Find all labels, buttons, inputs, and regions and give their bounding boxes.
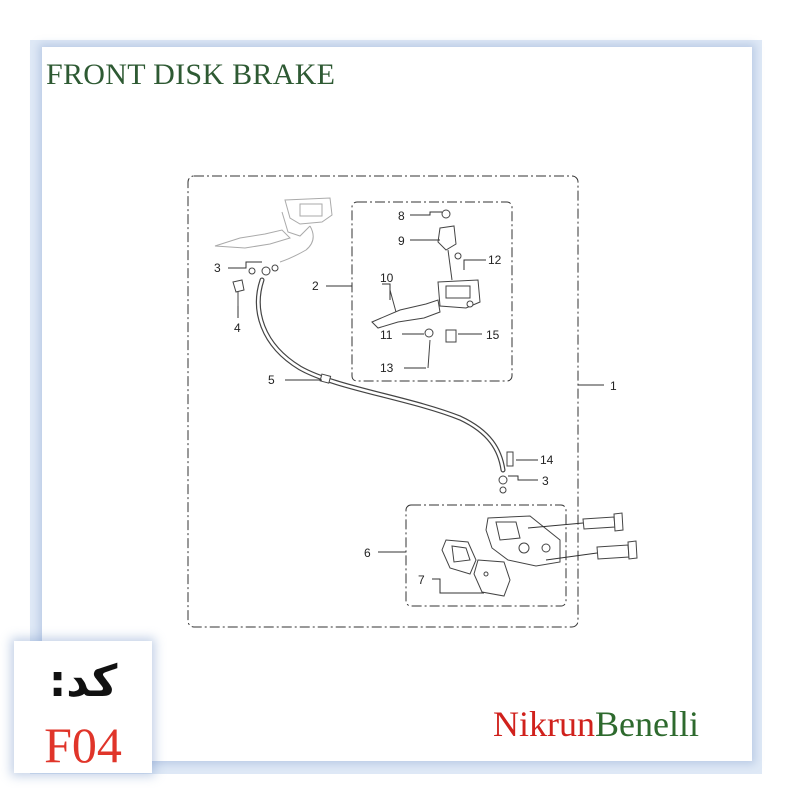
callout-13: 13 xyxy=(380,361,394,375)
assembly-2-outline xyxy=(351,201,513,382)
hose-lower-fittings xyxy=(498,451,514,494)
callout-7: 7 xyxy=(418,573,425,587)
callout-11: 11 xyxy=(380,328,393,342)
brand-part-nikrun: Nikrun xyxy=(493,704,595,744)
diagram-panel xyxy=(42,47,752,761)
assembly-1-outline xyxy=(187,175,579,628)
callout-15: 15 xyxy=(486,328,500,342)
callout-5: 5 xyxy=(268,373,275,387)
callout-10: 10 xyxy=(380,271,394,285)
callout-4: 4 xyxy=(234,321,241,335)
callout-3-lower: 3 xyxy=(542,474,549,488)
part-code-value: F04 xyxy=(44,717,122,773)
callout-1: 1 xyxy=(610,379,617,393)
page-title: FRONT DISK BRAKE xyxy=(46,58,336,91)
callout-12: 12 xyxy=(488,253,502,267)
callout-3-upper: 3 xyxy=(214,261,221,275)
ghost-master-cylinder xyxy=(214,197,333,263)
callout-9: 9 xyxy=(398,234,405,248)
master-cylinder-assembly xyxy=(371,209,481,369)
callout-14: 14 xyxy=(540,453,554,467)
callout-8: 8 xyxy=(398,209,405,223)
hose-upper-fittings xyxy=(232,264,279,306)
caliper-bolts xyxy=(582,512,638,560)
callout-6: 6 xyxy=(364,546,371,560)
brake-hose xyxy=(255,277,506,473)
brand-logo: NikrunBenelli xyxy=(493,702,699,746)
assembly-6-outline xyxy=(405,504,567,607)
leader-lines xyxy=(228,211,604,594)
callout-2: 2 xyxy=(312,279,319,293)
part-code-label: کد: xyxy=(48,656,118,707)
brake-caliper xyxy=(485,515,561,567)
part-code-box: کد: F04 xyxy=(14,641,152,773)
brake-pads xyxy=(441,539,511,597)
brand-part-benelli: Benelli xyxy=(595,704,699,744)
